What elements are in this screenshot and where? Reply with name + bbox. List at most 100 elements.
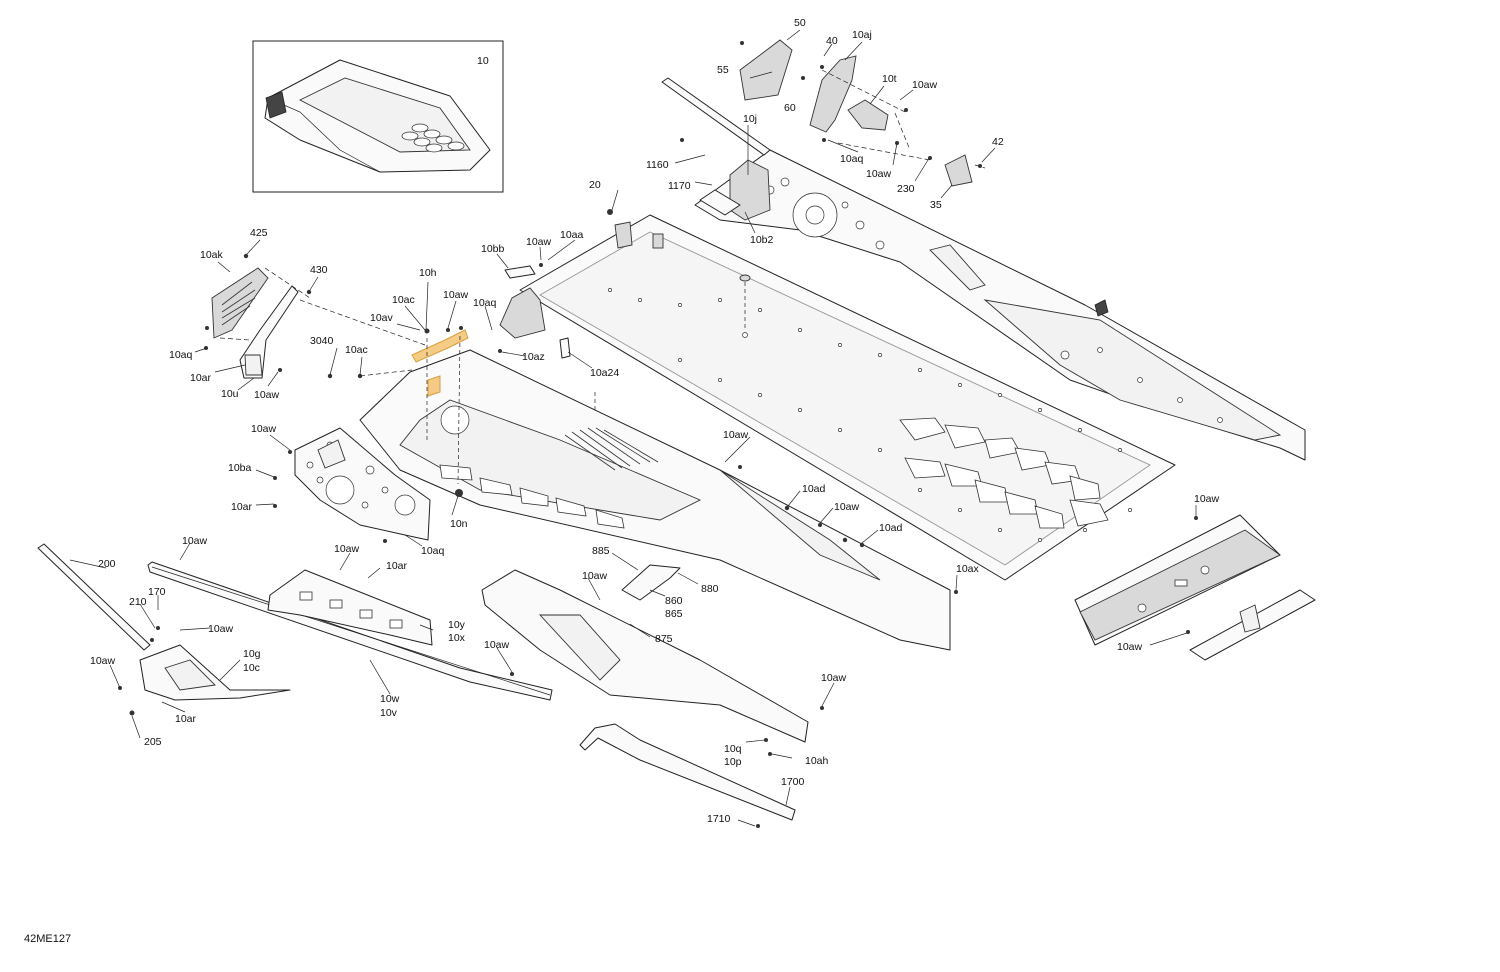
bracket-10j [729,159,771,221]
callout-230: 230 [897,183,915,195]
bracket-10y [267,569,433,646]
callout-10u: 10u [221,388,239,400]
callout-10y: 10y [448,619,466,631]
callout-10c: 10c [243,662,260,674]
callout-200: 200 [98,558,116,570]
callout-10aw: 10aw [182,535,208,547]
callout-10ar: 10ar [231,501,253,513]
callout-10ar: 10ar [190,372,212,384]
callout-10b2: 10b2 [750,234,774,246]
callout-50: 50 [794,17,806,29]
callout-10x: 10x [448,632,466,644]
callout-880: 880 [701,583,719,595]
front-arm-10g [139,644,291,701]
callout-10aw: 10aw [484,639,510,651]
deflector-50 [739,39,793,101]
rail-10q [481,569,809,743]
callout-1160: 1160 [646,159,669,171]
callout-10ba: 10ba [228,462,252,474]
bracket-10aq-curve [499,287,546,339]
callout-10ad: 10ad [879,522,903,534]
callout-3040: 3040 [310,335,334,347]
callout-170: 170 [148,586,166,598]
callout-10j: 10j [743,113,757,125]
bracket-10bb [504,265,536,279]
slide-rail-10w [147,561,553,701]
callout-860: 860 [665,595,683,607]
callout-42: 42 [992,136,1004,148]
inset-tunnel-drawing [264,59,491,173]
callout-10bb: 10bb [481,243,505,255]
callout-10ah: 10ah [805,755,829,767]
callout-35: 35 [930,199,942,211]
callout-10ax: 10ax [956,563,980,575]
callout-40: 40 [826,35,838,47]
callout-10aw: 10aw [443,289,469,301]
callout-10ac: 10ac [392,294,415,306]
rear-bracket [1189,589,1316,661]
callout-865: 865 [665,608,683,620]
callout-425: 425 [250,227,268,239]
callout-1710: 1710 [707,813,731,825]
callout-10ar: 10ar [386,560,408,572]
callout-10aw: 10aw [251,423,277,435]
callout-10aw: 10aw [866,168,892,180]
callout-60: 60 [784,102,796,114]
callout-10aa: 10aa [560,229,584,241]
bracket-860 [621,564,681,601]
callout-10aw: 10aw [582,570,608,582]
shock-rod [661,77,771,156]
callout-10ad: 10ad [802,483,826,495]
bracket-1170 [699,189,741,216]
callout-10aw: 10aw [90,655,116,667]
left-rail-vents [564,427,659,471]
callout-10az: 10az [522,351,545,363]
plate-10ak [211,267,269,339]
callout-10aw: 10aw [526,236,552,248]
callout-55: 55 [717,64,729,76]
tunnel-floor-panel [519,214,1176,581]
callout-10p: 10p [724,756,742,768]
drawing-code: 42ME127 [24,933,71,945]
callout-10aw: 10aw [1117,641,1143,653]
bracket-10aj [809,55,857,133]
callout-10aw: 10aw [723,429,749,441]
callout-10aq: 10aq [169,349,193,361]
callout-10w: 10w [380,693,400,705]
callout-10aw: 10aw [834,501,860,513]
callout-10q: 10q [724,743,742,755]
floor-cooler-slots [899,417,1109,529]
bracket-10u [239,285,299,379]
callout-10a24: 10a24 [590,367,619,379]
rear-crossmember [1074,514,1281,646]
callout-10aw: 10aw [334,543,360,555]
left-rail-cutouts [439,464,625,529]
callout-10aw: 10aw [821,672,847,684]
callout-10ak: 10ak [200,249,224,261]
callout-20: 20 [589,179,601,191]
callout-10g: 10g [243,648,261,660]
callout-10aw: 10aw [912,79,938,91]
callout-labels: 50 55 60 40 10aj 10t 10aw 10aq 10aw 42 2… [90,17,1220,825]
callout-10h: 10h [419,267,437,279]
callout-10aq: 10aq [840,153,864,165]
callout-10aw: 10aw [208,623,234,635]
callout-10aj: 10aj [852,29,872,41]
callout-10aq: 10aq [421,545,445,557]
front-rod-200 [37,543,151,651]
callout-10ar: 10ar [175,713,197,725]
leader-lines [69,29,1197,827]
callout-1170: 1170 [668,180,691,192]
bracket-10t [847,99,889,131]
inset-number: 10 [477,55,489,67]
callout-205: 205 [144,736,162,748]
left-chassis-plate [294,427,431,541]
callout-10ac: 10ac [345,344,368,356]
callout-10v: 10v [380,707,398,719]
bracket-35 [944,154,973,187]
part-10a24 [559,337,571,359]
callout-430: 430 [310,264,328,276]
callout-10aw: 10aw [254,389,280,401]
floor-rivets [608,288,1132,542]
